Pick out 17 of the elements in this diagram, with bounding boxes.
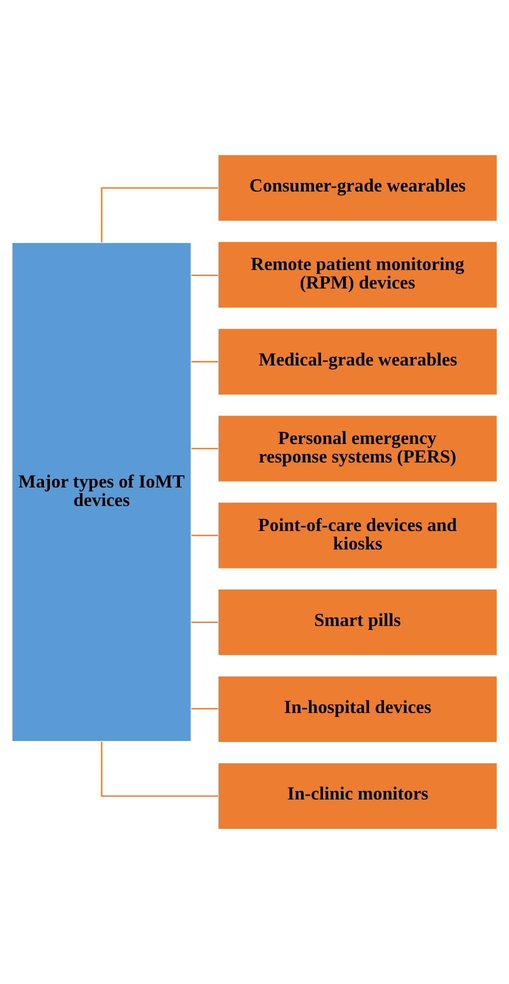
connector: [191, 534, 218, 536]
connector: [191, 448, 218, 450]
connector: [100, 187, 218, 242]
node-box: Consumer-grade wearables: [218, 154, 498, 222]
node-box: In-hospital devices: [218, 675, 498, 743]
node-box: Major types of IoMT devices: [11, 242, 192, 742]
node-box: Point-of-care devices and kiosks: [218, 502, 498, 570]
node-box: Medical-grade wearables: [218, 328, 498, 396]
connector: [191, 274, 218, 276]
node-box: In-clinic monitors: [218, 762, 498, 830]
connector: [191, 361, 218, 362]
node-box: Smart pills: [218, 588, 498, 656]
connector: [100, 742, 218, 797]
connector: [191, 708, 218, 710]
connector: [191, 622, 218, 623]
node-box: Remote patient monitoring (RPM) devices: [218, 241, 498, 309]
node-box: Personal emergency response systems (PERS): [218, 414, 498, 482]
